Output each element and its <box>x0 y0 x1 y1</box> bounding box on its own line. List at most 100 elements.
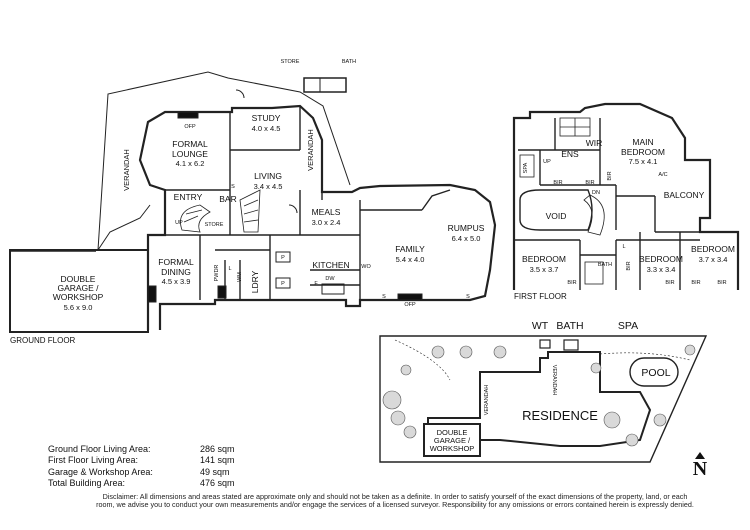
bir-label-7: BIR <box>691 280 700 286</box>
room-main-bedroom-dims: 7.5 x 4.1 <box>629 157 658 166</box>
site-boundary <box>379 335 708 463</box>
p-label-2: P <box>281 281 285 287</box>
verandah-label-west: VERANDAH <box>122 149 131 191</box>
room-kitchen-name: KITCHEN <box>312 260 349 270</box>
ac-label: A/C <box>658 172 667 178</box>
l-label-ground: L <box>228 266 231 272</box>
room-bar-name: BAR <box>219 194 236 204</box>
site-residence-label: RESIDENCE <box>522 408 598 423</box>
up-label-first: UP <box>543 159 551 165</box>
first-interior-walls <box>514 118 700 290</box>
dn-label: DN <box>592 190 600 196</box>
room-garage-dims: 5.6 x 9.0 <box>64 303 93 312</box>
area-value: 49 sqm <box>200 466 230 477</box>
room-bedroom-3-dims: 3.3 x 3.4 <box>647 265 676 274</box>
p-label-1: P <box>281 255 285 261</box>
ofp-lounge-label: OFP <box>184 124 196 130</box>
up-label-ground: UP <box>175 220 183 226</box>
site-pool <box>629 357 679 387</box>
room-study-dims: 4.0 x 4.5 <box>252 124 281 133</box>
bir-label-6: BIR <box>665 280 674 286</box>
site-garage <box>423 423 481 457</box>
room-spa-first-name: SPA <box>523 162 529 173</box>
ofp-family-label: OFP <box>404 302 416 308</box>
bir-label-3: BIR <box>607 171 613 180</box>
north-arrow-icon <box>695 452 705 459</box>
room-meals-dims: 3.0 x 2.4 <box>312 218 341 227</box>
room-living-name: LIVING <box>254 171 282 181</box>
area-value: 286 sqm <box>200 444 235 454</box>
room-rumpus-dims: 6.4 x 5.0 <box>452 234 481 243</box>
area-row: First Floor Living Area: 141 sqm <box>48 455 235 466</box>
area-row: Ground Floor Living Area: 286 sqm <box>48 444 235 455</box>
room-wir-name: WIR <box>586 138 603 148</box>
wm-label: WM <box>237 272 243 282</box>
store-entry-label: STORE <box>205 222 224 228</box>
room-meals-name: MEALS <box>312 207 341 217</box>
site-verandah-label-2: VERANDAH <box>551 365 557 396</box>
area-value: 141 sqm <box>200 455 235 466</box>
bir-label-4: BIR <box>567 280 576 286</box>
s-label-1: S <box>231 184 235 190</box>
s-label-3: S <box>466 294 470 300</box>
bir-label-5: BIR <box>626 261 632 270</box>
room-bedroom-4-name: BEDROOM <box>691 244 735 254</box>
area-row: Total Building Area: 476 sqm <box>48 478 235 489</box>
room-bedroom-2-dims: 3.5 x 3.7 <box>530 265 559 274</box>
ground-floor-label: GROUND FLOOR <box>10 336 76 345</box>
pwdr-label: PWDR <box>214 265 220 282</box>
room-family-name: FAMILY <box>395 244 425 254</box>
area-label: Total Building Area: <box>48 477 126 488</box>
bir-label-8: BIR <box>717 280 726 286</box>
site-verandah-label: VERANDAH <box>484 385 490 416</box>
disclaimer: Disclaimer: All dimensions and areas sta… <box>96 492 694 510</box>
room-balcony-name: BALCONY <box>664 190 705 200</box>
f-label: F <box>314 281 318 287</box>
verandah-label-east: VERANDAH <box>306 129 315 171</box>
first-floor-outer-wall <box>512 102 740 290</box>
room-bedroom-4-dims: 3.7 x 3.4 <box>699 255 728 264</box>
site-pool-label: POOL <box>641 367 670 379</box>
north-letter: N <box>692 458 708 480</box>
room-bedroom-3-name: BEDROOM <box>639 254 683 264</box>
dw-label: DW <box>325 276 335 282</box>
wo-label: WO <box>361 264 371 270</box>
ground-interior-walls <box>165 106 451 300</box>
bath-top-label: BATH <box>342 59 356 65</box>
s-label-2: S <box>382 294 386 300</box>
area-row: Garage & Workshop Area: 49 sqm <box>48 467 235 478</box>
area-label: First Floor Living Area: <box>48 455 139 466</box>
room-rumpus-name: RUMPUS <box>448 223 485 233</box>
area-label: Ground Floor Living Area: <box>48 444 151 454</box>
ground-stairs <box>180 189 261 233</box>
room-void-name: VOID <box>546 211 567 221</box>
area-summary: Ground Floor Living Area: 286 sqm First F… <box>48 444 235 489</box>
room-entry-name: ENTRY <box>174 192 203 202</box>
room-family-dims: 5.4 x 4.0 <box>396 255 425 264</box>
room-bedroom-2-name: BEDROOM <box>522 254 566 264</box>
room-formal-dining-dims: 4.5 x 3.9 <box>162 277 191 286</box>
verandah-outline-west <box>10 71 351 251</box>
site-bath-label: BATH <box>556 320 583 332</box>
room-formal-lounge-dims: 4.1 x 6.2 <box>176 159 205 168</box>
room-study-name: STUDY <box>252 113 281 123</box>
bir-label-1: BIR <box>553 180 562 186</box>
bir-label-2: BIR <box>585 180 594 186</box>
area-value: 476 sqm <box>200 477 235 488</box>
first-stairs <box>583 194 605 236</box>
area-label: Garage & Workshop Area: <box>48 466 153 477</box>
room-ldry-name: LDRY <box>250 270 260 293</box>
room-ens-name: ENS <box>561 149 579 159</box>
site-spa-label: SPA <box>618 320 638 332</box>
l-label-first: L <box>622 244 625 250</box>
residence-outline <box>427 351 652 447</box>
store-top-label: STORE <box>281 59 300 65</box>
room-living-dims: 3.4 x 4.5 <box>254 182 283 191</box>
site-wt-label: WT <box>532 320 549 332</box>
